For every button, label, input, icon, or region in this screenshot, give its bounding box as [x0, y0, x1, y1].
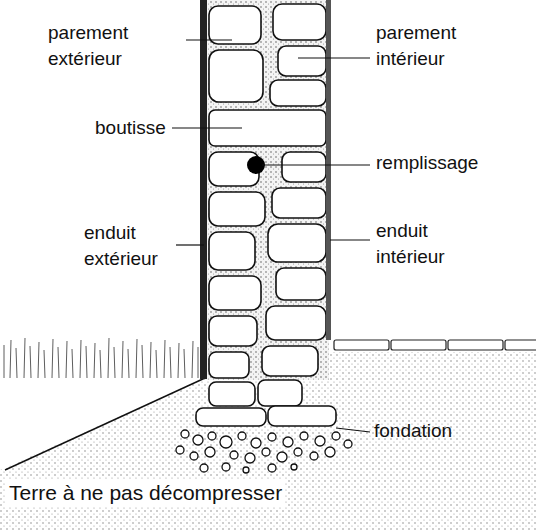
- exterior-render: [200, 0, 207, 379]
- wall-filling: [205, 0, 329, 380]
- part-label: enduit extérieur: [84, 220, 184, 272]
- gravel: [176, 430, 352, 473]
- grass: [4, 338, 198, 378]
- stones: [196, 4, 336, 426]
- part-label: remplissage: [376, 150, 526, 176]
- part-label: boutisse: [95, 115, 205, 141]
- part-label: enduit intérieur: [376, 218, 476, 270]
- note-label: Terre à ne pas décompresser: [6, 480, 285, 506]
- part-label: parement intérieur: [376, 20, 486, 72]
- leader-lines: [172, 40, 370, 432]
- excavation-line: [5, 378, 205, 470]
- part-label: fondation: [374, 418, 524, 444]
- floor-tiles: [334, 340, 536, 350]
- interior-render: [326, 0, 331, 340]
- part-label: parement extérieur: [48, 20, 168, 72]
